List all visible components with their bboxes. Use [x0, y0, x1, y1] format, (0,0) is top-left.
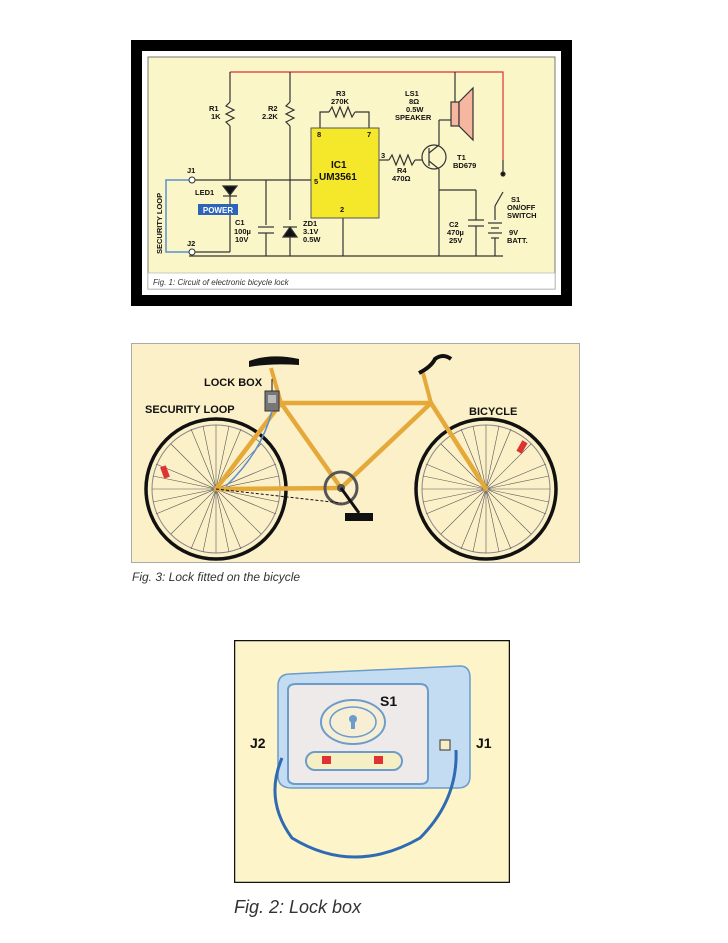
s1-type: ON/OFF: [507, 203, 536, 212]
ic1-part: UM3561: [319, 172, 357, 183]
bicycle-label: BICYCLE: [469, 406, 517, 418]
s1-switch: SWITCH: [507, 211, 537, 220]
r1-value: 1K: [211, 112, 221, 121]
lockbox-figure: S1 J2 J1: [233, 639, 511, 884]
fig1-caption: Fig. 1: Circuit of electronic bicycle lo…: [153, 278, 290, 287]
power-badge: POWER: [203, 206, 233, 215]
fig2-caption: Fig. 2: Lock box: [234, 897, 362, 917]
fig3-caption: Fig. 3: Lock fitted on the bicycle: [132, 570, 301, 584]
c2-name: C2: [449, 220, 459, 229]
r4-value: 470Ω: [392, 174, 411, 183]
lockbox-s1-label: S1: [380, 693, 397, 709]
ls1-type: SPEAKER: [395, 113, 432, 122]
lock-box-label: LOCK BOX: [204, 377, 263, 389]
ic-pin-3: 3: [381, 151, 385, 160]
r4-name: R4: [397, 166, 407, 175]
circuit-diagram: POWER SECURITY LOOP J1 J2 LED1 R1 1K R2 …: [131, 40, 572, 306]
circuit-figure: POWER SECURITY LOOP J1 J2 LED1 R1 1K R2 …: [131, 40, 572, 306]
ic-pin-5: 5: [314, 177, 318, 186]
r1-name: R1: [209, 104, 219, 113]
ic-pin-7: 7: [367, 130, 371, 139]
r2-value: 2.2K: [262, 112, 278, 121]
c1-name: C1: [235, 218, 245, 227]
zd1-name: ZD1: [303, 219, 317, 228]
bicycle-figure: LOCK BOX SECURITY LOOP BICYCLE: [131, 343, 580, 563]
zd1-watt: 0.5W: [303, 235, 321, 244]
security-loop-label-bike: SECURITY LOOP: [145, 404, 235, 416]
s1-name: S1: [511, 195, 520, 204]
lockbox-j1-label: J1: [476, 735, 492, 751]
t1-value: BD679: [453, 161, 476, 170]
r3-value: 270K: [331, 97, 350, 106]
c2-value: 470µ: [447, 228, 464, 237]
zd1-volt: 3.1V: [303, 227, 318, 236]
ls1-ohm: 8Ω: [409, 97, 419, 106]
lockbox-illustration: S1 J2 J1: [233, 639, 511, 884]
c1-value: 100µ: [234, 227, 251, 236]
led1-label: LED1: [195, 188, 214, 197]
ls1-name: LS1: [405, 89, 419, 98]
ic1-name: IC1: [331, 160, 347, 171]
c1-volt: 10V: [235, 235, 248, 244]
bicycle-illustration: LOCK BOX SECURITY LOOP BICYCLE: [131, 343, 580, 563]
ic-pin-2: 2: [340, 205, 344, 214]
ls1-watt: 0.5W: [406, 105, 424, 114]
t1-name: T1: [457, 153, 466, 162]
j2-label: J2: [187, 239, 195, 248]
r2-name: R2: [268, 104, 278, 113]
j1-label: J1: [187, 166, 195, 175]
lockbox-j2-label: J2: [250, 735, 266, 751]
batt-volt: 9V: [509, 228, 518, 237]
r3-name: R3: [336, 89, 346, 98]
security-loop-label: SECURITY LOOP: [155, 193, 164, 254]
ic-pin-8: 8: [317, 130, 321, 139]
c2-volt: 25V: [449, 236, 462, 245]
batt-label: BATT.: [507, 236, 528, 245]
